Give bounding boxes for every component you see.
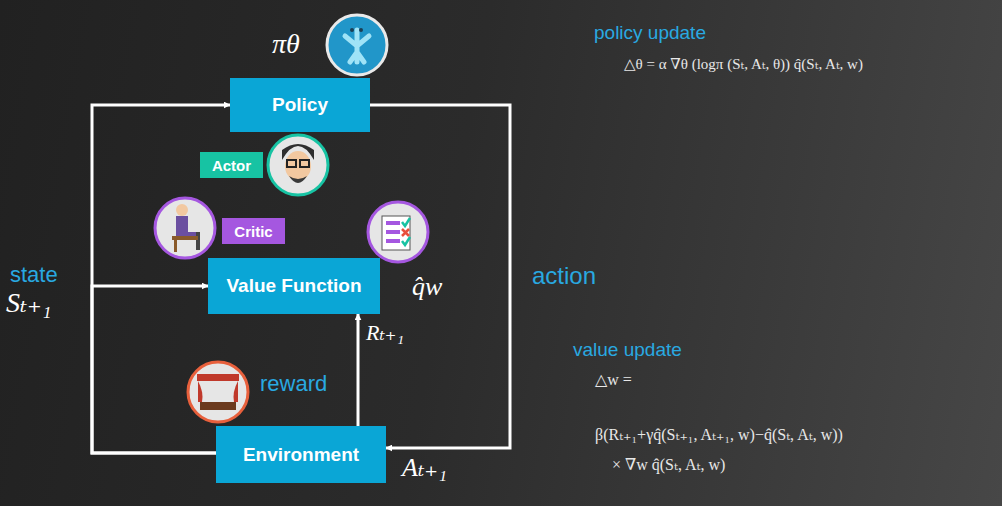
process-box: Policy [230, 78, 370, 132]
role-tag: Critic [222, 218, 285, 244]
signal-label: reward [260, 371, 327, 397]
section-heading: value update [573, 339, 682, 361]
formula: △w = [595, 370, 632, 389]
policy-icon [327, 15, 387, 75]
process-box: Value Function [208, 258, 380, 314]
signal-label: action [532, 262, 596, 290]
flow-arrow [357, 314, 360, 426]
process-box: Environment [216, 426, 386, 483]
node-text: Value Function [226, 275, 361, 297]
symbol-label: Rₜ₊₁ [366, 320, 404, 346]
stage-curtain-icon [188, 362, 248, 422]
formula: △θ = α ∇θ (logπ (Sₜ, Aₜ, θ)) q̂(Sₜ, Aₜ, … [624, 55, 863, 73]
node-text: Critic [234, 223, 272, 240]
formula: β(Rₜ₊₁+γq̂(Sₜ₊₁, Aₜ₊₁, w)−q̂(Sₜ, Aₜ, w)) [595, 425, 843, 444]
signal-label: state [10, 262, 58, 288]
symbol-label: q̂w [412, 272, 442, 302]
role-tag: Actor [200, 152, 263, 178]
actor-avatar [268, 135, 328, 195]
symbol-label: Sₜ₊₁ [6, 286, 51, 319]
node-text: Policy [272, 94, 328, 116]
section-heading: policy update [594, 22, 706, 44]
formula: × ∇w q̂(Sₜ, Aₜ, w) [612, 455, 725, 474]
flow-arrow [370, 105, 510, 448]
critic-avatar [155, 198, 215, 258]
symbol-label: πθ [272, 28, 300, 60]
checklist-icon [368, 202, 428, 262]
symbol-label: Aₜ₊₁ [402, 452, 447, 483]
node-text: Actor [212, 157, 251, 174]
node-text: Environment [243, 444, 359, 466]
